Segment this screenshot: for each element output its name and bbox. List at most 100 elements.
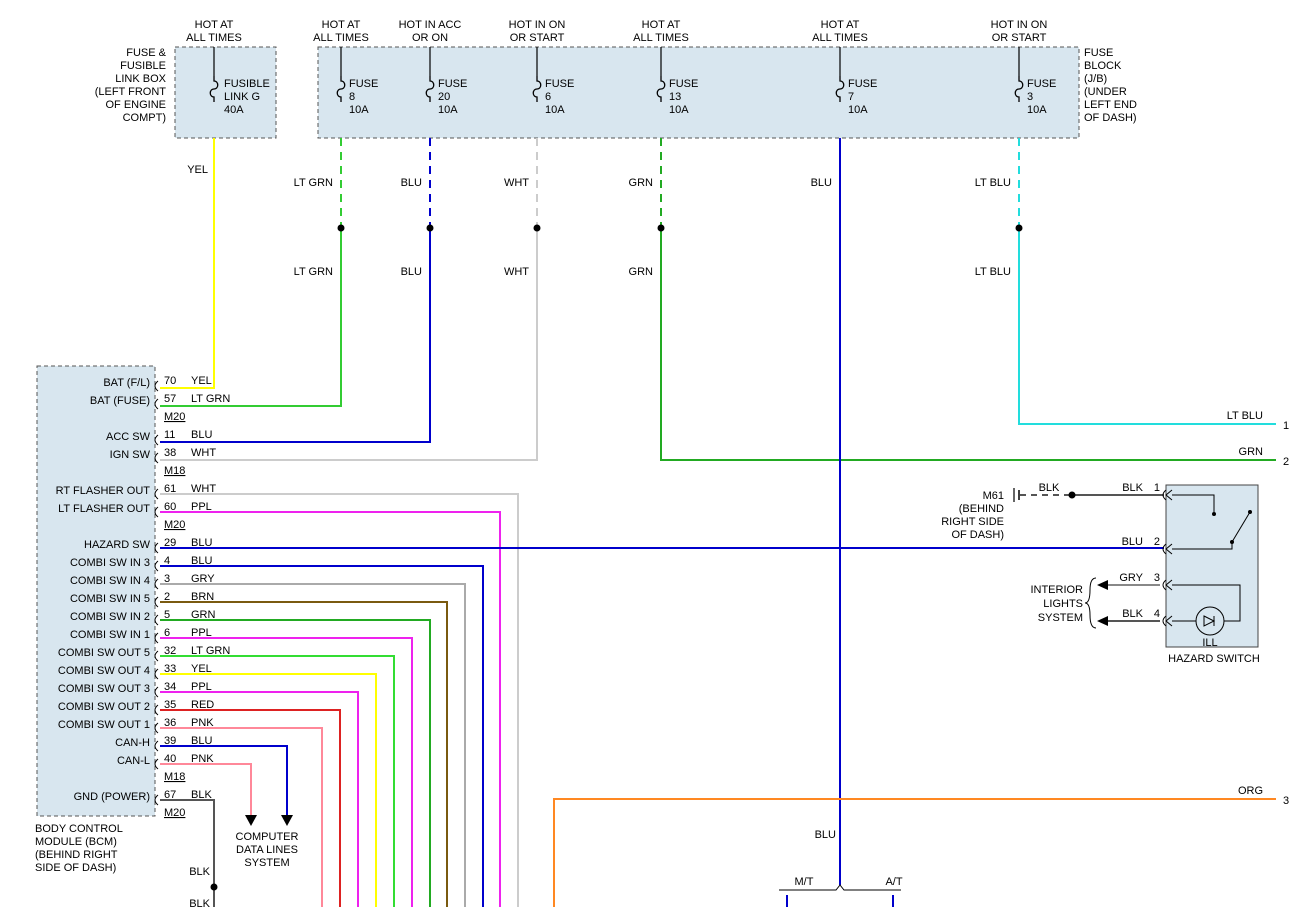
wire-bcm-pin-3 <box>160 583 466 907</box>
fuse-label-f8-line-2: 10A <box>349 104 369 116</box>
bcm-connector-8: M20 <box>164 519 185 531</box>
power-header-f3-line-1: OR START <box>992 32 1047 44</box>
wire-output-1 <box>1018 228 1276 425</box>
wire-output-1-output-num: 1 <box>1283 420 1289 432</box>
hazard-switch-box <box>1165 484 1259 648</box>
fusible-link-label-line-2: 40A <box>224 104 244 116</box>
bcm-wire-color-20: BLU <box>191 735 212 747</box>
bcm-pin-connector-3 <box>154 434 159 446</box>
bcm-pin-connector-10 <box>154 560 159 572</box>
power-header-f20-line-1: OR ON <box>412 32 448 44</box>
bcm-pin-label-12: COMBI SW IN 5 <box>70 593 150 605</box>
bcm-pin-connector-16 <box>154 668 159 680</box>
wire-bcm-pin-61 <box>160 493 519 907</box>
fuse-label-f20-line-2: 10A <box>438 104 458 116</box>
fuse-label-f7-line-2: 10A <box>848 104 868 116</box>
ill-diode-icon <box>1203 615 1216 627</box>
wire-label-fusible-yel: YEL <box>187 164 208 176</box>
bcm-pin-number-11: 3 <box>164 573 170 585</box>
bcm-pin-connector-13 <box>154 614 159 626</box>
wire-output-2-label-upper: GRN <box>629 177 654 189</box>
hazard-pin-4-connector <box>1162 615 1167 627</box>
bcm-title-line-3: SIDE OF DASH) <box>35 862 116 874</box>
bcm-wire-color-17: PPL <box>191 681 212 693</box>
bcm-title-line-0: BODY CONTROL <box>35 823 123 835</box>
bcm-wire-color-16: YEL <box>191 663 212 675</box>
bcm-pin-number-7: 60 <box>164 501 176 513</box>
wire-output-2-output-num: 2 <box>1283 456 1289 468</box>
fusible-box-title-line-1: FUSIBLE <box>120 60 166 72</box>
wire-bcm-pin-2 <box>160 601 448 907</box>
fusible-link-box <box>174 46 277 139</box>
power-header-f7-line-1: ALL TIMES <box>812 32 868 44</box>
bcm-pin-label-10: COMBI SW IN 3 <box>70 557 150 569</box>
hazard-pin-1-connector-chevron <box>1165 489 1173 501</box>
wire-bat-fuse-label-upper: LT GRN <box>294 177 333 189</box>
m61-label-line-2: RIGHT SIDE <box>941 516 1004 528</box>
fuse-label-f6-line-0: FUSE <box>545 78 574 90</box>
bcm-pin-connector-15 <box>154 650 159 662</box>
fuse-block-title-line-4: LEFT END <box>1084 99 1137 111</box>
hazard-switch-title: HAZARD SWITCH <box>1168 653 1260 665</box>
wire-output-2 <box>660 228 1276 461</box>
bcm-pin-label-1: BAT (FUSE) <box>90 395 150 407</box>
hazard-pin-3-connector-chevron <box>1165 579 1173 591</box>
bcm-wire-color-18: RED <box>191 699 214 711</box>
transmission-split <box>779 884 901 891</box>
hazard-pin-wire-4: BLK <box>1122 608 1143 620</box>
fuse-block-title-line-5: OF DASH) <box>1084 112 1137 124</box>
bcm-pin-connector-6 <box>154 488 159 500</box>
power-header-f3-line-0: HOT IN ON <box>991 19 1048 31</box>
bcm-pin-number-18: 35 <box>164 699 176 711</box>
bcm-title-line-1: MODULE (BCM) <box>35 836 117 848</box>
bcm-pin-label-23: GND (POWER) <box>74 791 150 803</box>
wire-ign-sw <box>160 228 538 461</box>
wire-output-3 <box>553 798 1276 907</box>
bcm-pin-number-14: 6 <box>164 627 170 639</box>
bcm-box <box>36 365 156 817</box>
bcm-pin-number-13: 5 <box>164 609 170 621</box>
bcm-pin-connector-21 <box>154 758 159 770</box>
interior-lights-label-line-2: SYSTEM <box>1038 612 1083 624</box>
bcm-connector-2: M20 <box>164 411 185 423</box>
interior-blk-arrow-icon <box>1097 616 1108 626</box>
fuse-block-title-line-1: BLOCK <box>1084 60 1122 72</box>
transmission-at: A/T <box>885 876 902 888</box>
wire-acc-sw <box>160 228 431 443</box>
wire-output-3-num: 3 <box>1283 795 1289 807</box>
wire-bcm-pin-32 <box>160 655 395 907</box>
bcm-title-line-2: (BEHIND RIGHT <box>35 849 118 861</box>
bcm-pin-number-16: 33 <box>164 663 176 675</box>
fuse-label-f13-line-0: FUSE <box>669 78 698 90</box>
wire-acc-sw-label-lower: BLU <box>401 266 422 278</box>
power-header-fusible-line-1: ALL TIMES <box>186 32 242 44</box>
bcm-wire-color-1: LT GRN <box>191 393 230 405</box>
bcm-pin-label-0: BAT (F/L) <box>103 377 150 389</box>
bcm-connector-5: M18 <box>164 465 185 477</box>
fuse-label-f7-line-0: FUSE <box>848 78 877 90</box>
m61-splice <box>1068 491 1076 499</box>
bcm-wire-color-12: BRN <box>191 591 214 603</box>
bcm-pin-connector-9 <box>154 542 159 554</box>
transmission-mt: M/T <box>795 876 814 888</box>
fusible-link-label-line-0: FUSIBLE <box>224 78 270 90</box>
fuse-f8-icon <box>336 76 346 102</box>
bcm-wire-color-3: BLU <box>191 429 212 441</box>
bcm-pin-number-19: 36 <box>164 717 176 729</box>
wire-ign-sw-label-upper: WHT <box>504 177 529 189</box>
fuse-label-f20-line-1: 20 <box>438 91 450 103</box>
bcm-pin-connector-4 <box>154 452 159 464</box>
wire-bcm-pin-36 <box>160 727 323 907</box>
fuse-label-f7-line-1: 7 <box>848 91 854 103</box>
wire-bat-fuse-splice <box>337 224 345 232</box>
bcm-pin-number-6: 61 <box>164 483 176 495</box>
hazard-pin-3-connector <box>1162 579 1167 591</box>
power-header-f6-line-0: HOT IN ON <box>509 19 566 31</box>
interior-lights-label-line-1: LIGHTS <box>1043 598 1083 610</box>
wire-output-2-end-label: GRN <box>1239 446 1264 458</box>
bcm-pin-connector-7 <box>154 506 159 518</box>
fuse-label-f20-line-0: FUSE <box>438 78 467 90</box>
bcm-pin-number-20: 39 <box>164 735 176 747</box>
m61-label-line-3: OF DASH) <box>951 529 1004 541</box>
